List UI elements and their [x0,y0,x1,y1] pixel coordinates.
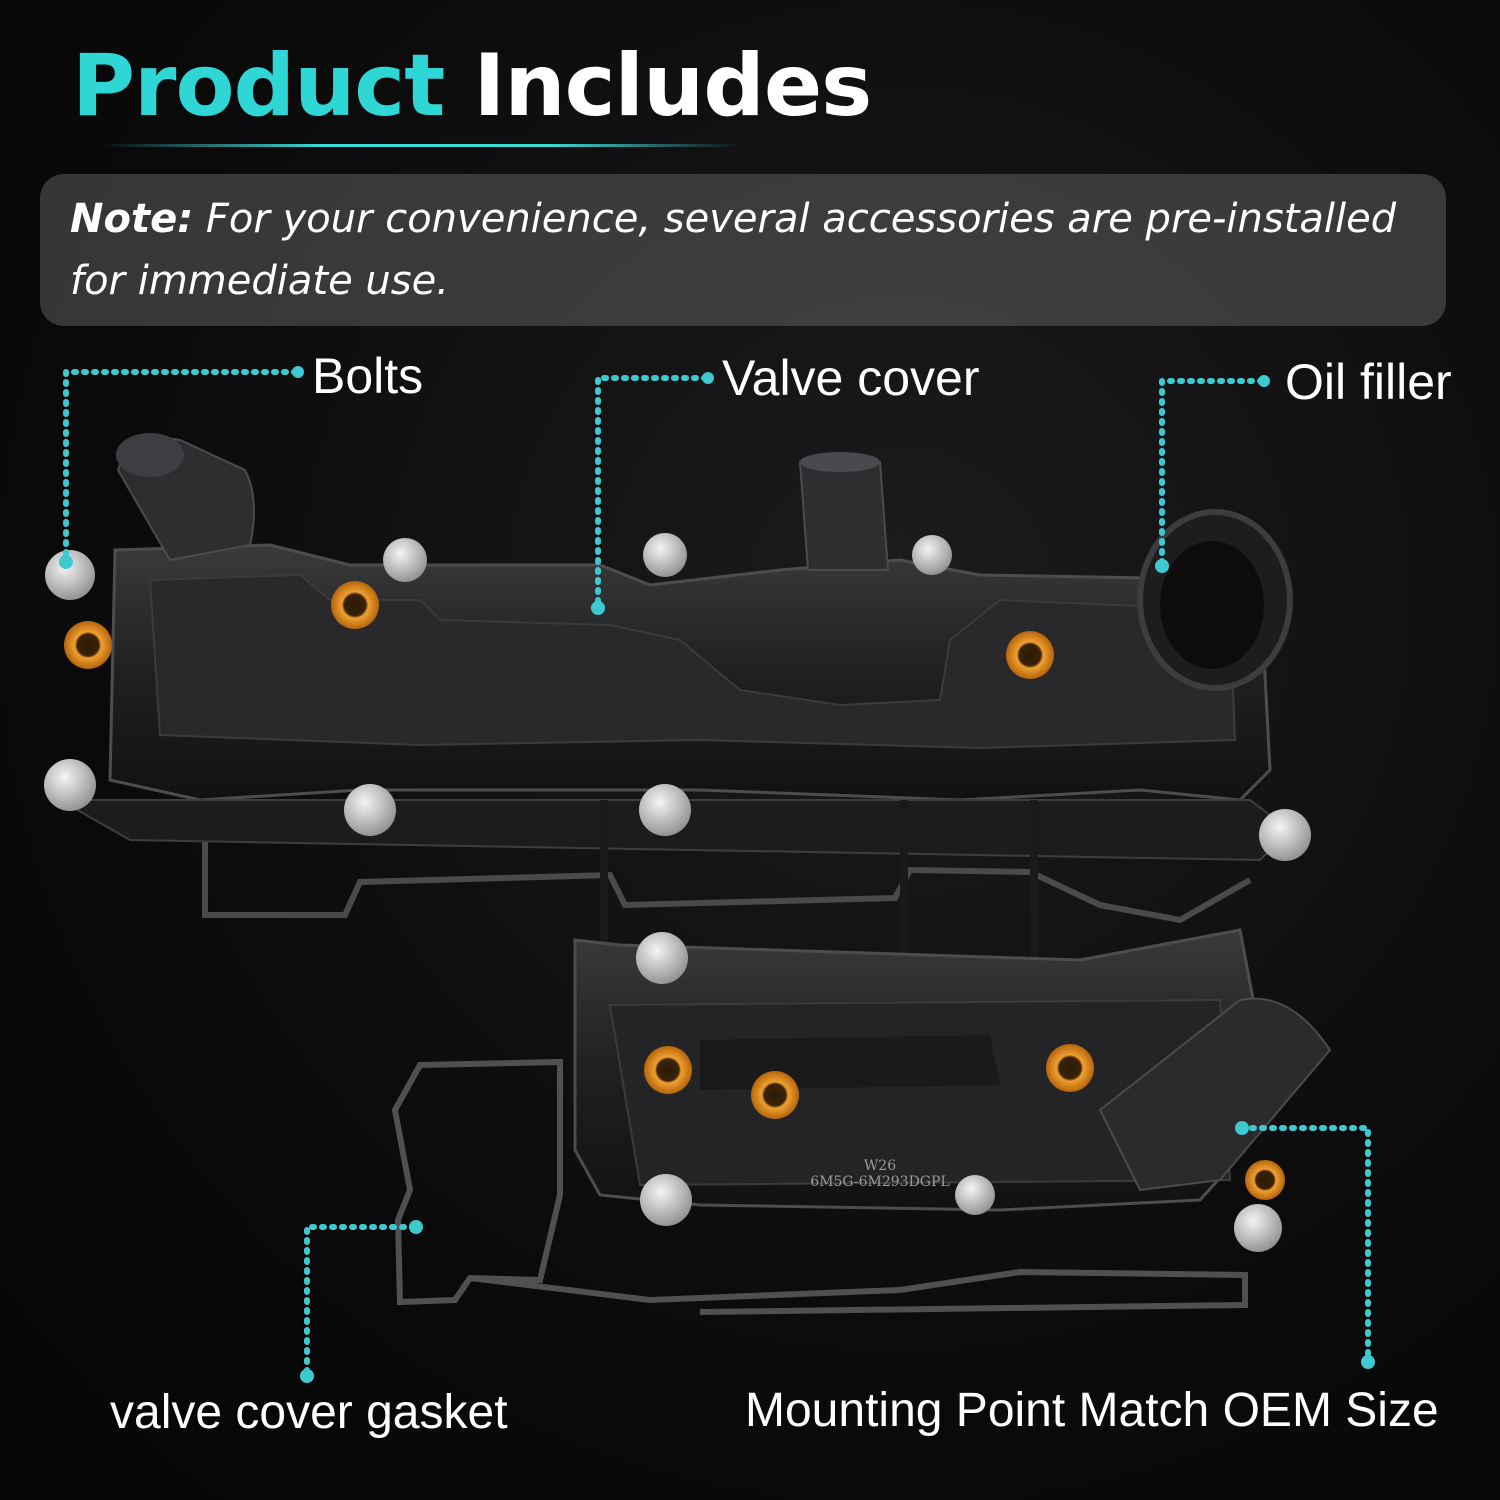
grommet [1006,631,1054,679]
leader-dot [300,1369,314,1383]
bolt [955,1175,995,1215]
label-bolts: Bolts [312,348,424,404]
title-underline [100,144,740,147]
lower-breather-tube [1098,997,1332,1192]
leader-dot [292,366,304,378]
label-mounting: Mounting Point Match OEM Size [745,1384,1439,1437]
grommet [64,621,112,669]
bolt [640,1174,692,1226]
bolt [643,533,687,577]
grommet [331,581,379,629]
upper-gasket [202,820,1252,924]
leader-mounting [1239,1125,1371,1365]
bolt [639,784,691,836]
leader-valve-cover [595,375,709,611]
leader-bolts [63,369,299,565]
lower-recess [700,1035,1000,1090]
bolt [344,784,396,836]
grommet [644,1046,692,1094]
note-lead: Note: [70,196,194,242]
bolt [45,550,95,600]
leader-dot [1361,1355,1375,1369]
upper-ridge [148,573,1237,750]
title-main: Includes [473,36,872,136]
title-accent: Product [72,36,445,136]
label-gasket: valve cover gasket [110,1386,508,1439]
leader-gasket [304,1224,417,1379]
grommet [751,1071,799,1119]
leader-dot [1155,559,1169,573]
top-breather-tube [798,461,890,571]
bolt [912,535,952,575]
page-title: Product Includes [72,36,872,136]
part-marking-line2: 6M5G-6M293DGPL [810,1174,949,1190]
bolt [44,759,96,811]
bolt [636,932,688,984]
support-rod [1030,800,1038,970]
leader-dot [59,555,73,569]
leader-oil-filler [1159,378,1265,569]
grommets-group [64,581,1285,1200]
support-rod [900,800,908,970]
lower-gasket [391,1058,1248,1315]
leader-dot [702,372,714,384]
leader-dot [1235,1121,1249,1135]
bolts-group [44,533,1311,1252]
label-oil-filler: Oil filler [1285,354,1452,410]
grommet [1245,1160,1285,1200]
bolt [1234,1204,1282,1252]
note-box: Note: For your convenience, several acce… [40,174,1446,326]
note-text: For your convenience, several accessorie… [70,196,1397,304]
support-rod [600,800,608,970]
bolt [1259,809,1311,861]
label-valve-cover: Valve cover [722,350,980,406]
leader-dot [409,1220,423,1234]
grommet [1046,1044,1094,1092]
leader-dot [591,601,605,615]
leader-dot [1258,375,1270,387]
part-marking-line1: W26 [864,1158,896,1174]
bolt [383,538,427,582]
